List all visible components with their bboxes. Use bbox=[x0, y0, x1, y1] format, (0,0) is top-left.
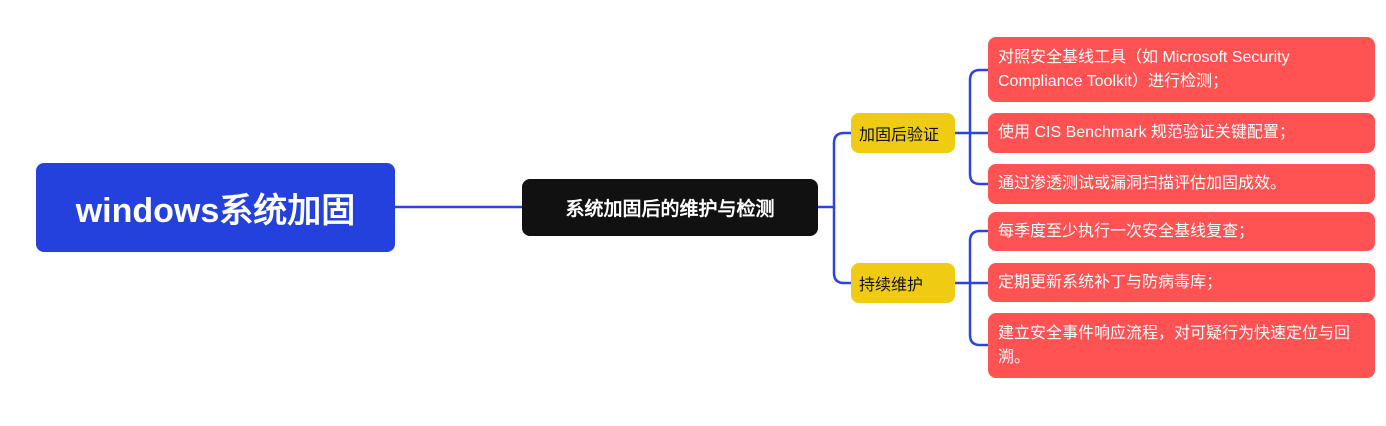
branch-node-verification[interactable]: 加固后验证 bbox=[851, 113, 955, 153]
leaf-node[interactable]: 对照安全基线工具（如 Microsoft Security Compliance… bbox=[988, 37, 1375, 102]
topic-label: 系统加固后的维护与检测 bbox=[565, 199, 775, 220]
leaf-node[interactable]: 使用 CIS Benchmark 规范验证关键配置； bbox=[988, 113, 1375, 153]
root-label: windows系统加固 bbox=[75, 192, 356, 230]
leaf-label: 通过渗透测试或漏洞扫描评估加固成效。 bbox=[998, 175, 1287, 192]
leaf-node[interactable]: 定期更新系统补丁与防病毒库； bbox=[988, 263, 1375, 302]
leaf-label: 每季度至少执行一次安全基线复查； bbox=[998, 222, 1255, 240]
branch-label: 加固后验证 bbox=[859, 127, 940, 144]
connector-branch1-leaves bbox=[955, 68, 988, 186]
leaf-label: 对照安全基线工具（如 Microsoft Security Compliance… bbox=[998, 48, 1290, 90]
leaf-node[interactable]: 建立安全事件响应流程，对可疑行为快速定位与回溯。 bbox=[988, 313, 1375, 378]
connector-topic-branch2 bbox=[832, 207, 851, 285]
topic-node[interactable]: 系统加固后的维护与检测 bbox=[522, 179, 818, 236]
connector-topic-branch1 bbox=[818, 131, 851, 209]
leaf-label: 建立安全事件响应流程，对可疑行为快速定位与回溯。 bbox=[998, 324, 1351, 366]
leaf-label: 使用 CIS Benchmark 规范验证关键配置； bbox=[998, 124, 1295, 141]
branch-label: 持续维护 bbox=[859, 277, 924, 294]
root-node[interactable]: windows系统加固 bbox=[36, 163, 395, 252]
leaf-node[interactable]: 每季度至少执行一次安全基线复查； bbox=[988, 212, 1375, 251]
connector-branch2-leaves bbox=[955, 229, 988, 347]
leaf-node[interactable]: 通过渗透测试或漏洞扫描评估加固成效。 bbox=[988, 164, 1375, 204]
leaf-label: 定期更新系统补丁与防病毒库； bbox=[998, 273, 1223, 291]
branch-node-maintenance[interactable]: 持续维护 bbox=[851, 263, 955, 303]
